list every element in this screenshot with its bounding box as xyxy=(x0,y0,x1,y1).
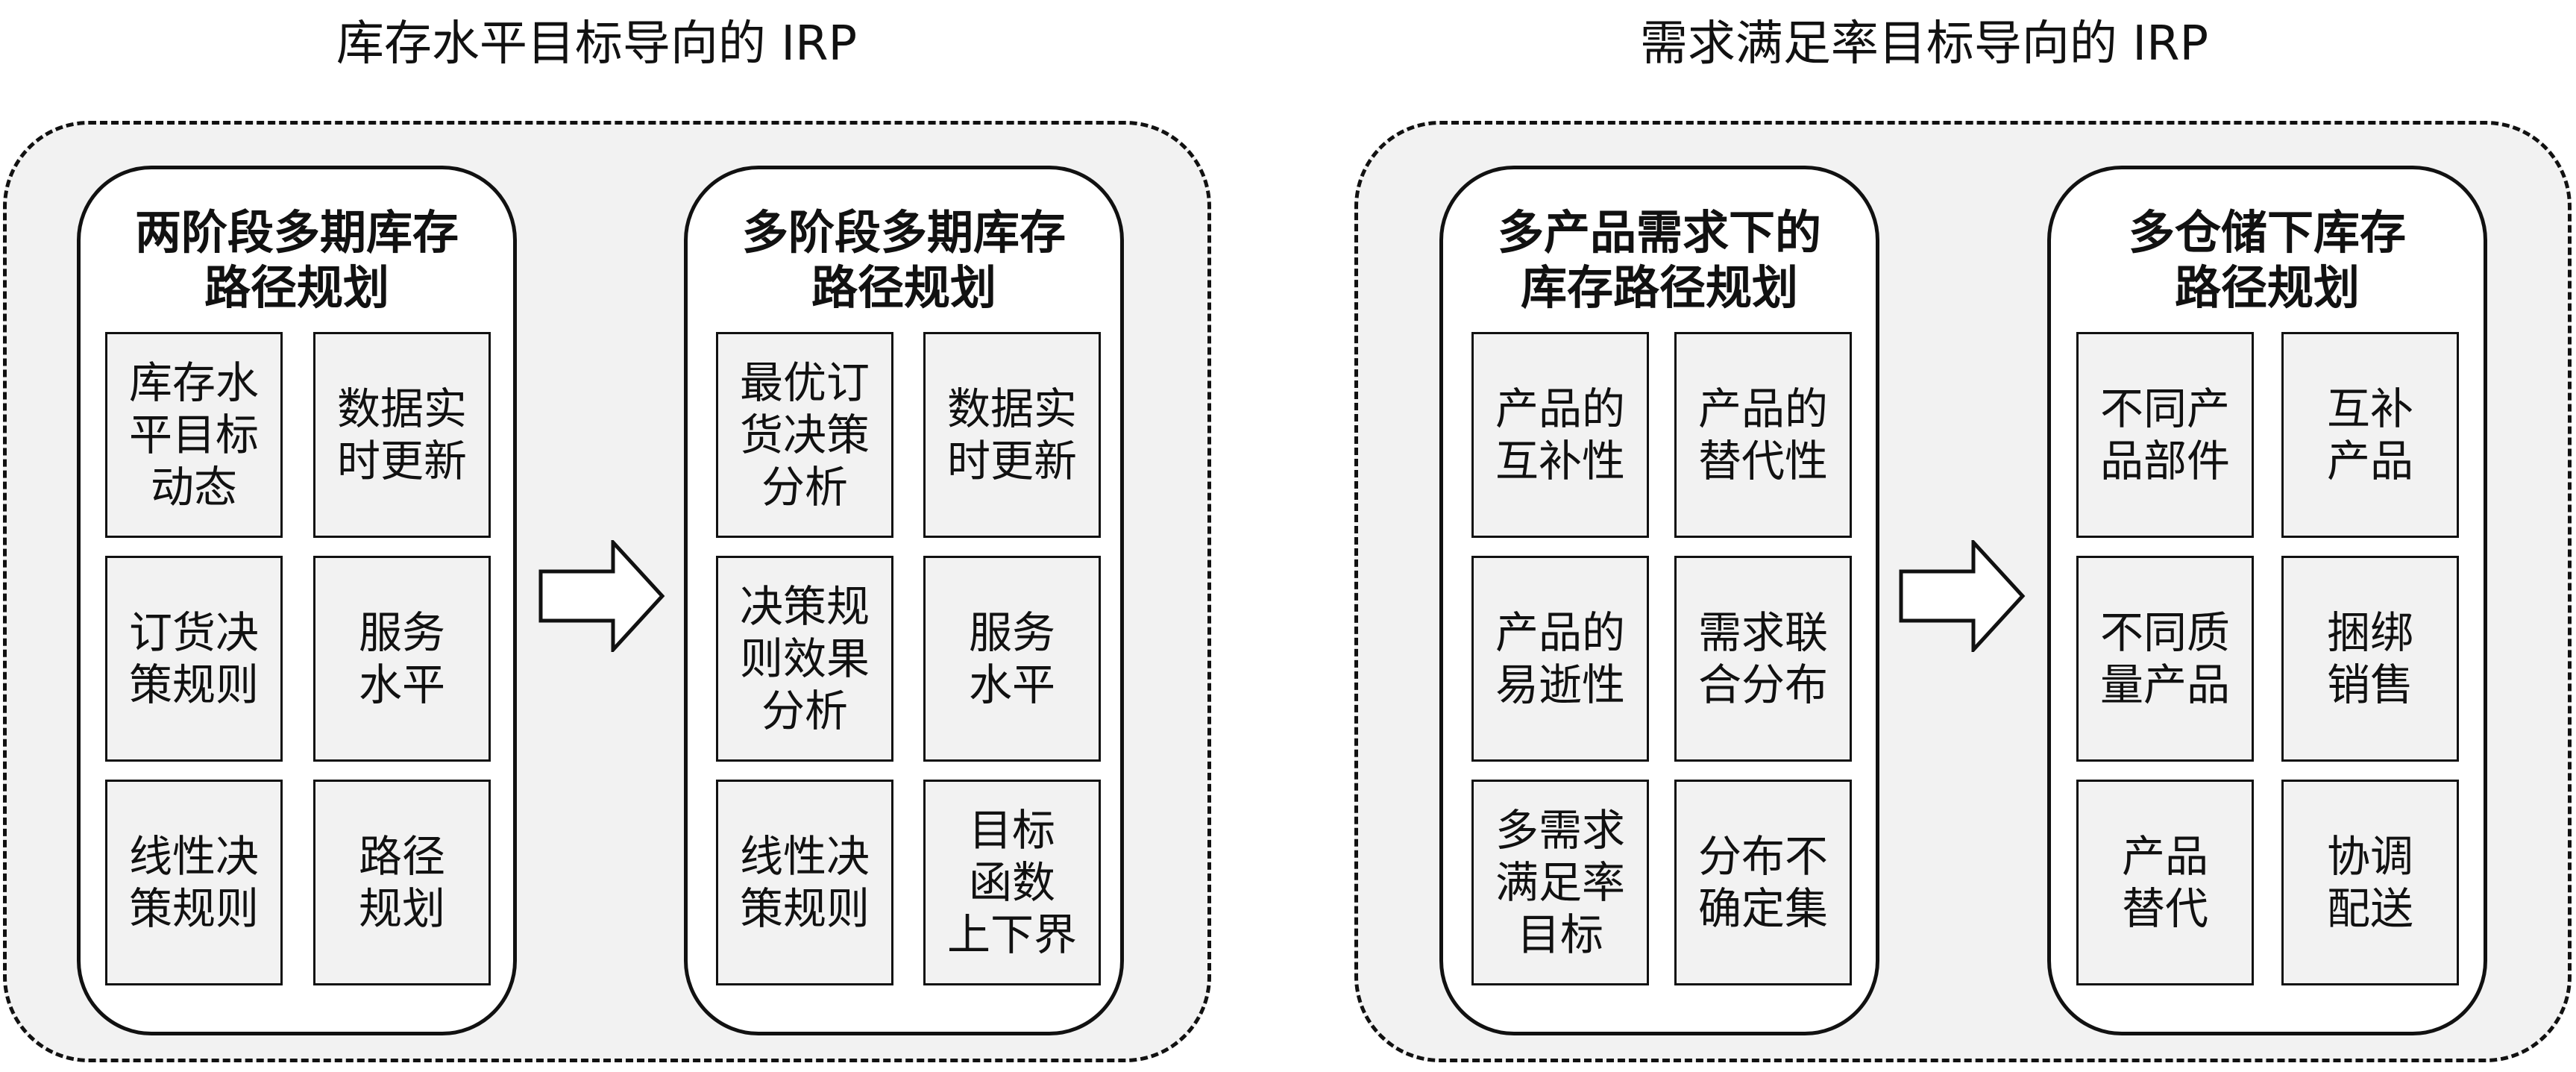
cell-r3-c2: 协调 配送 xyxy=(2281,780,2459,985)
cell-r2-c1: 不同质 量产品 xyxy=(2076,556,2254,762)
left-panel-2: 多阶段多期库存 路径规划 最优订 货决策 分析 数据实 时更新 决策规 则效果 … xyxy=(684,166,1124,1035)
cell-r1-c1: 库存水 平目标 动态 xyxy=(105,332,283,538)
cell-r2-c1: 订货决 策规则 xyxy=(105,556,283,762)
cell-r1-c2: 产品的 替代性 xyxy=(1674,332,1852,538)
cell-r3-c1: 线性决 策规则 xyxy=(716,780,893,985)
cell-r3-c2: 路径 规划 xyxy=(313,780,491,985)
panel-title: 多产品需求下的 库存路径规划 xyxy=(1497,205,1821,315)
panel-title: 多仓储下库存 路径规划 xyxy=(2128,205,2406,315)
cell-r1-c1: 产品的 互补性 xyxy=(1471,332,1649,538)
cell-r2-c1: 产品的 易逝性 xyxy=(1471,556,1649,762)
cell-r2-c2: 需求联 合分布 xyxy=(1674,556,1852,762)
left-section-title: 库存水平目标导向的 IRP xyxy=(336,16,858,72)
cell-r3-c2: 目标 函数 上下界 xyxy=(923,780,1101,985)
cell-r2-c2: 捆绑 销售 xyxy=(2281,556,2459,762)
cell-r2-c1: 决策规 则效果 分析 xyxy=(716,556,893,762)
cell-r1-c2: 数据实 时更新 xyxy=(923,332,1101,538)
cell-r2-c2: 服务 水平 xyxy=(313,556,491,762)
right-arrow-icon xyxy=(1899,540,2026,652)
right-arrow-icon xyxy=(538,540,665,652)
cell-r3-c1: 产品 替代 xyxy=(2076,780,2254,985)
right-panel-1: 多产品需求下的 库存路径规划 产品的 互补性 产品的 替代性 产品的 易逝性 需… xyxy=(1439,166,1879,1035)
cell-r1-c2: 数据实 时更新 xyxy=(313,332,491,538)
panel-title: 两阶段多期库存 路径规划 xyxy=(134,205,459,315)
cell-r2-c2: 服务 水平 xyxy=(923,556,1101,762)
panel-title: 多阶段多期库存 路径规划 xyxy=(741,205,1066,315)
cell-r1-c1: 最优订 货决策 分析 xyxy=(716,332,893,538)
cell-r3-c1: 线性决 策规则 xyxy=(105,780,283,985)
cell-r1-c2: 互补 产品 xyxy=(2281,332,2459,538)
cell-r3-c1: 多需求 满足率 目标 xyxy=(1471,780,1649,985)
cell-r3-c2: 分布不 确定集 xyxy=(1674,780,1852,985)
cell-r1-c1: 不同产 品部件 xyxy=(2076,332,2254,538)
right-panel-2: 多仓储下库存 路径规划 不同产 品部件 互补 产品 不同质 量产品 捆绑 销售 … xyxy=(2047,166,2487,1035)
left-panel-1: 两阶段多期库存 路径规划 库存水 平目标 动态 数据实 时更新 订货决 策规则 … xyxy=(77,166,517,1035)
right-section-title: 需求满足率目标导向的 IRP xyxy=(1639,16,2209,72)
